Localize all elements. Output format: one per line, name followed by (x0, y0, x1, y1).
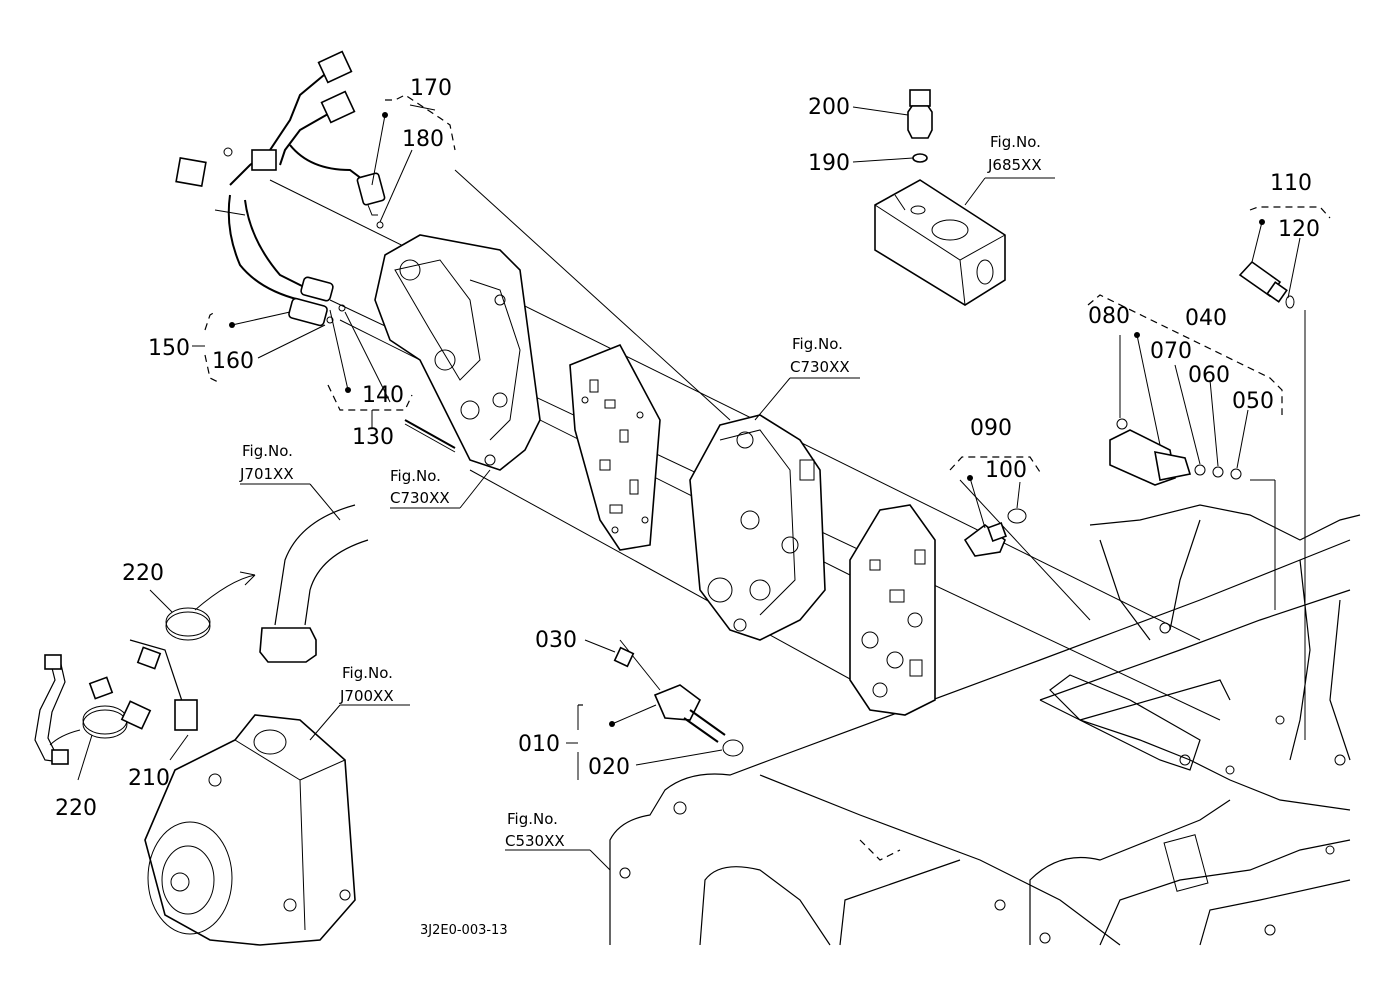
label-150[interactable]: 150 (148, 336, 190, 361)
solenoid-170 (356, 172, 386, 229)
fig-ref-c530-title[interactable]: Fig.No. (507, 810, 558, 828)
label-070[interactable]: 070 (1150, 339, 1192, 364)
label-020[interactable]: 020 (588, 755, 630, 780)
label-190[interactable]: 190 (808, 151, 850, 176)
label-200[interactable]: 200 (808, 95, 850, 120)
valve-body-upper (374, 234, 541, 471)
label-090[interactable]: 090 (970, 416, 1012, 441)
hose-j701 (259, 504, 369, 663)
valve-body-middle (689, 414, 826, 641)
fig-ref-j685-title[interactable]: Fig.No. (990, 133, 1041, 151)
label-110[interactable]: 110 (1270, 171, 1312, 196)
leader-lines (77, 94, 1331, 871)
fig-ref-c730-left-code[interactable]: C730XX (390, 489, 450, 507)
solenoid-valve-080 (1109, 418, 1242, 486)
pressure-sensor-200 (907, 89, 933, 163)
label-220-top[interactable]: 220 (122, 561, 164, 586)
transmission-housing (609, 504, 1361, 946)
fig-ref-c730-left-title[interactable]: Fig.No. (390, 467, 441, 485)
fig-ref-j685-code[interactable]: J685XX (987, 156, 1042, 174)
label-220-bottom[interactable]: 220 (55, 796, 97, 821)
separator-plate-2 (849, 504, 936, 716)
wire-harness (175, 50, 371, 301)
label-080[interactable]: 080 (1088, 304, 1130, 329)
fig-ref-c730-right-title[interactable]: Fig.No. (792, 335, 843, 353)
label-130[interactable]: 130 (352, 425, 394, 450)
fig-ref-c530-code[interactable]: C530XX (505, 832, 565, 850)
label-210[interactable]: 210 (128, 766, 170, 791)
label-180[interactable]: 180 (402, 127, 444, 152)
label-170[interactable]: 170 (410, 76, 452, 101)
pressure-sensor-110 (1238, 260, 1295, 309)
label-010[interactable]: 010 (518, 732, 560, 757)
fig-ref-j701-title[interactable]: Fig.No. (242, 442, 293, 460)
fig-ref-j700-code[interactable]: J700XX (339, 687, 394, 705)
label-050[interactable]: 050 (1232, 389, 1274, 414)
adapter-block-j685 (874, 179, 1006, 306)
fig-ref-j701-code[interactable]: J701XX (239, 465, 294, 483)
fig-ref-j700-title[interactable]: Fig.No. (342, 664, 393, 682)
label-160[interactable]: 160 (212, 349, 254, 374)
label-060[interactable]: 060 (1188, 363, 1230, 388)
pipe-fitting (34, 654, 69, 765)
hose-clamp-220 (49, 571, 256, 746)
speed-sensor-010 (613, 646, 744, 757)
sensor-harness-210 (88, 639, 198, 731)
label-030[interactable]: 030 (535, 628, 577, 653)
label-100[interactable]: 100 (985, 458, 1027, 483)
figure-references: Fig.No. J685XX Fig.No. C730XX Fig.No. C7… (239, 133, 1042, 850)
label-120[interactable]: 120 (1278, 217, 1320, 242)
separator-plate-1 (569, 343, 661, 551)
solenoid-150 (288, 276, 346, 327)
bolt-130 (404, 419, 456, 453)
label-040[interactable]: 040 (1185, 306, 1227, 331)
label-140[interactable]: 140 (362, 383, 404, 408)
hydraulic-pump-j700 (144, 714, 356, 946)
fig-ref-c730-right-code[interactable]: C730XX (790, 358, 850, 376)
sensor-090 (963, 508, 1027, 557)
part-number-labels: 170 180 150 160 140 130 200 190 110 120 … (55, 76, 1320, 821)
drawing-code: 3J2E0-003-13 (420, 923, 508, 938)
